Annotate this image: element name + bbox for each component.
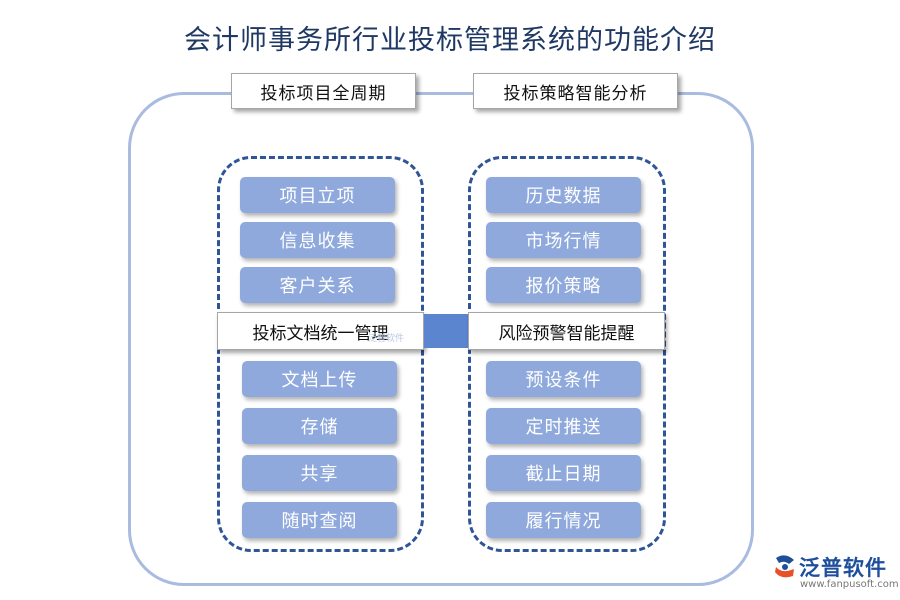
left-item-view-anytime: 随时查阅 (242, 502, 397, 538)
fanpu-logo: 泛普软件 www.fanpusoft.com (772, 552, 899, 592)
header-project-lifecycle: 投标项目全周期 (231, 73, 416, 109)
right-item-preset-conditions: 预设条件 (486, 361, 641, 397)
right-item-historical-data: 历史数据 (486, 177, 641, 213)
center-connector (424, 314, 468, 348)
right-item-pricing-strategy: 报价策略 (486, 267, 641, 303)
left-item-project-setup: 项目立项 (240, 177, 395, 213)
outer-frame (128, 92, 754, 586)
watermark-text: 泛普软件 (368, 334, 405, 344)
left-item-sharing: 共享 (242, 455, 397, 491)
left-item-info-collection: 信息收集 (240, 222, 395, 258)
logo-name: 泛普软件 (799, 556, 887, 580)
left-item-storage: 存储 (242, 408, 397, 444)
header-strategy-analysis: 投标策略智能分析 (473, 73, 678, 109)
left-mid-doc-management: 投标文档统一管理 (217, 312, 424, 350)
right-item-scheduled-push: 定时推送 (486, 408, 641, 444)
logo-url: www.fanpusoft.com (800, 579, 899, 590)
right-item-deadline: 截止日期 (486, 455, 641, 491)
left-dashed-panel (217, 156, 424, 552)
fanpu-logo-icon (775, 555, 794, 578)
right-mid-risk-alert: 风险预警智能提醒 (468, 312, 665, 350)
right-item-fulfillment-status: 履行情况 (486, 502, 641, 538)
left-item-customer-relations: 客户关系 (240, 267, 395, 303)
right-dashed-panel (468, 156, 666, 552)
right-item-market-trends: 市场行情 (486, 222, 641, 258)
left-item-doc-upload: 文档上传 (242, 361, 397, 397)
page-title: 会计师事务所行业投标管理系统的功能介绍 (184, 25, 716, 56)
